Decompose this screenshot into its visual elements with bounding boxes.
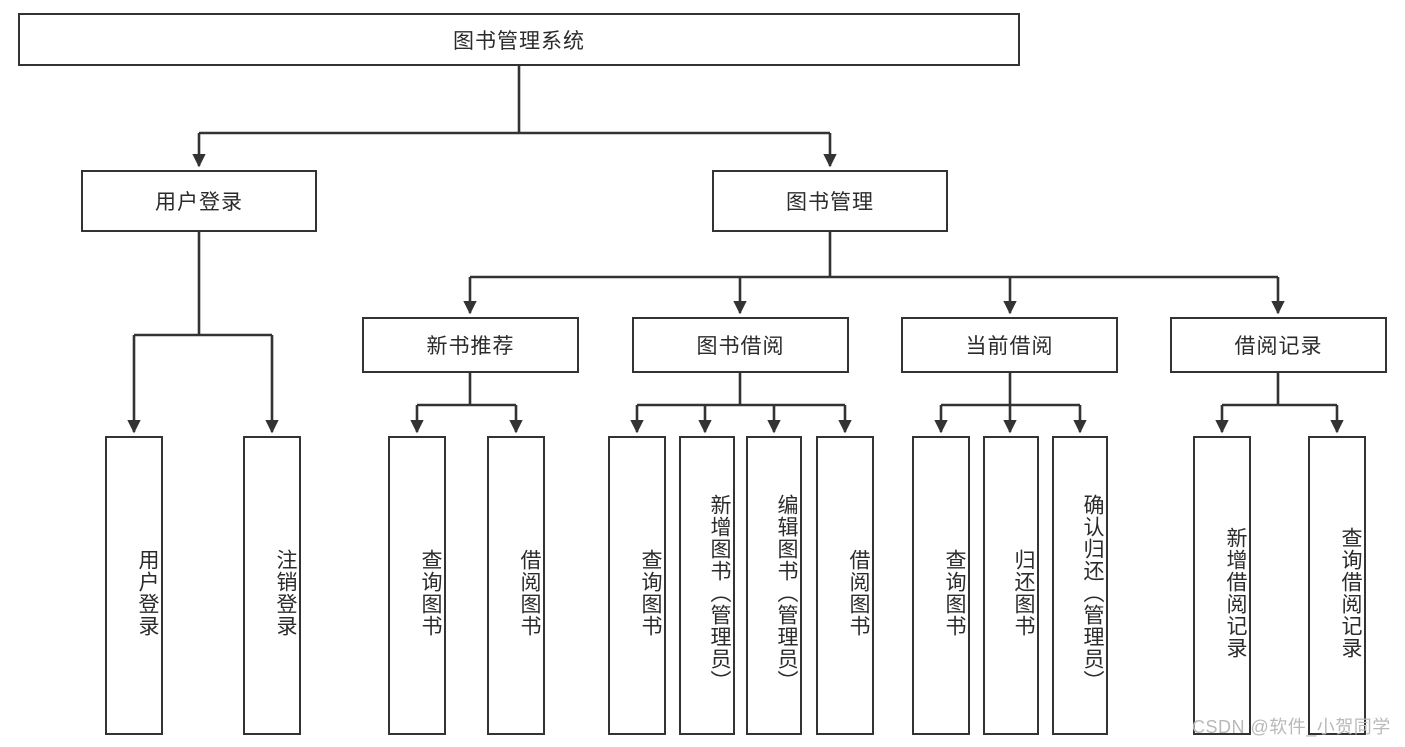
leaf-borrow-record-add[interactable]: 新增借阅记录 bbox=[1193, 436, 1251, 735]
node-label: 借阅图书 bbox=[847, 548, 870, 637]
node-label: 借阅记录 bbox=[1234, 335, 1323, 358]
leaf-book-borrow-borrow[interactable]: 借阅图书 bbox=[816, 436, 874, 735]
node-label: 注销登录 bbox=[274, 548, 297, 637]
leaf-current-borrow-confirm-return[interactable]: 确认归还（管理员） bbox=[1052, 436, 1108, 735]
node-borrow-record[interactable]: 借阅记录 bbox=[1170, 317, 1387, 373]
node-label: 查询图书 bbox=[639, 548, 662, 637]
leaf-borrow-record-query[interactable]: 查询借阅记录 bbox=[1308, 436, 1366, 735]
node-user-login[interactable]: 用户登录 bbox=[81, 170, 317, 232]
node-label: 借阅图书 bbox=[518, 548, 541, 637]
node-label: 新增图书（管理员） bbox=[708, 493, 731, 692]
node-book-borrow[interactable]: 图书借阅 bbox=[632, 317, 849, 373]
node-label: 编辑图书（管理员） bbox=[775, 493, 798, 692]
node-label: 用户登录 bbox=[136, 548, 159, 637]
node-label: 归还图书 bbox=[1012, 548, 1035, 637]
node-label: 新书推荐 bbox=[426, 335, 515, 358]
leaf-user-login-login[interactable]: 用户登录 bbox=[105, 436, 163, 735]
leaf-book-borrow-query[interactable]: 查询图书 bbox=[608, 436, 666, 735]
node-label: 当前借阅 bbox=[965, 335, 1054, 358]
node-label: 查询图书 bbox=[943, 548, 966, 637]
node-book-management[interactable]: 图书管理 bbox=[712, 170, 948, 232]
node-label: 图书借阅 bbox=[696, 335, 785, 358]
node-label: 用户登录 bbox=[155, 191, 243, 214]
leaf-new-book-query[interactable]: 查询图书 bbox=[388, 436, 446, 735]
watermark: CSDN @软件_小贺同学 bbox=[1192, 717, 1391, 737]
leaf-book-borrow-add[interactable]: 新增图书（管理员） bbox=[679, 436, 735, 735]
node-new-book-recommend[interactable]: 新书推荐 bbox=[362, 317, 579, 373]
node-current-borrow[interactable]: 当前借阅 bbox=[901, 317, 1118, 373]
leaf-current-borrow-query[interactable]: 查询图书 bbox=[912, 436, 970, 735]
leaf-user-login-logout[interactable]: 注销登录 bbox=[243, 436, 301, 735]
node-label: 新增借阅记录 bbox=[1224, 526, 1247, 659]
leaf-new-book-borrow[interactable]: 借阅图书 bbox=[487, 436, 545, 735]
node-label: 查询借阅记录 bbox=[1339, 526, 1362, 659]
node-label: 图书管理 bbox=[786, 191, 874, 214]
node-label: 确认归还（管理员） bbox=[1081, 493, 1104, 692]
leaf-book-borrow-edit[interactable]: 编辑图书（管理员） bbox=[746, 436, 802, 735]
node-root-book-management-system[interactable]: 图书管理系统 bbox=[18, 13, 1020, 66]
node-label: 图书管理系统 bbox=[453, 29, 585, 53]
node-label: 查询图书 bbox=[419, 548, 442, 637]
leaf-current-borrow-return[interactable]: 归还图书 bbox=[983, 436, 1039, 735]
